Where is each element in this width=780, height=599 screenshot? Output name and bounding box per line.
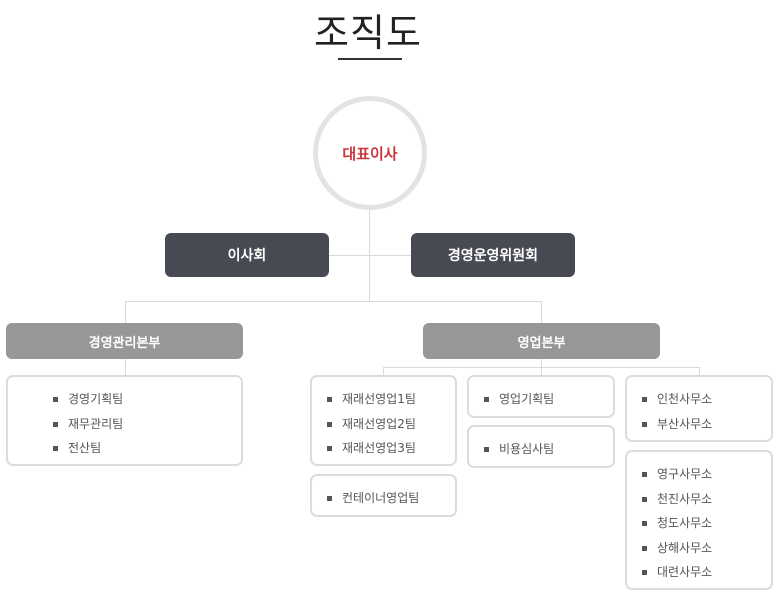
bullet-icon <box>642 545 647 551</box>
team-label: 재래선영업3팀 <box>342 441 416 455</box>
board-node: 이사회 <box>165 233 329 277</box>
ceo-label: 대표이사 <box>342 144 398 163</box>
board-label: 이사회 <box>227 248 267 264</box>
office-label: 부산사무소 <box>657 416 713 431</box>
team-label: 재래선영업2팀 <box>342 416 416 431</box>
list-item: 재래선영업2팀 <box>327 412 455 437</box>
bullet-icon <box>484 447 489 452</box>
office-label: 인천사무소 <box>657 392 713 406</box>
list-item: 재래선영업3팀 <box>327 436 455 461</box>
team-label: 컨테이너영업팀 <box>342 491 420 505</box>
list-item: 상해사무소 <box>642 536 771 561</box>
list-item: 영구사무소 <box>642 462 771 487</box>
bullet-icon <box>642 570 647 575</box>
planning-team-list: 영업기획팀 <box>467 375 615 418</box>
team-label: 재래선영업1팀 <box>342 392 416 406</box>
bullet-icon <box>327 397 332 402</box>
list-item: 재래선영업1팀 <box>327 387 455 412</box>
bullet-icon <box>53 446 58 451</box>
bullet-icon <box>327 421 332 427</box>
list-item: 인천사무소 <box>642 387 771 412</box>
office-label: 천진사무소 <box>657 491 713 506</box>
ceo-node: 대표이사 <box>313 96 427 210</box>
connector-sales-col2 <box>541 367 542 376</box>
office-label: 영구사무소 <box>657 467 713 481</box>
bullet-icon <box>484 397 489 402</box>
office-label: 청도사무소 <box>657 516 713 530</box>
list-item: 전산팀 <box>53 436 241 461</box>
sales-division-node: 영업본부 <box>423 323 660 359</box>
list-item: 재무관리팀 <box>53 412 241 437</box>
connector-sales-col1 <box>383 367 384 376</box>
office-label: 상해사무소 <box>657 540 713 555</box>
bullet-icon <box>327 496 332 501</box>
connector-management-drop <box>125 301 126 324</box>
bullet-icon <box>642 521 647 526</box>
connector-board-committee <box>328 255 412 256</box>
title-underline <box>338 58 402 60</box>
container-team-list: 컨테이너영업팀 <box>310 474 457 517</box>
list-item: 영업기획팀 <box>484 387 613 412</box>
bullet-icon <box>642 421 647 427</box>
team-label: 영업기획팀 <box>499 392 555 406</box>
reefer-team-list: 재래선영업1팀 재래선영업2팀 재래선영업3팀 <box>310 375 457 466</box>
team-label: 재무관리팀 <box>68 416 124 431</box>
list-item: 대련사무소 <box>642 560 771 585</box>
team-label: 비용심사팀 <box>499 442 555 456</box>
list-item: 천진사무소 <box>642 487 771 512</box>
committee-node: 경영운영위원회 <box>411 233 575 277</box>
management-division-label: 경영관리본부 <box>88 335 161 351</box>
bullet-icon <box>53 397 58 402</box>
list-item: 부산사무소 <box>642 412 771 437</box>
bullet-icon <box>53 421 58 427</box>
list-item: 경영기획팀 <box>53 387 241 412</box>
offices-a-list: 인천사무소 부산사무소 <box>625 375 773 442</box>
committee-label: 경영운영위원회 <box>447 248 539 264</box>
team-label: 전산팀 <box>68 441 102 455</box>
connector-ceo-vertical <box>369 206 370 302</box>
list-item: 컨테이너영업팀 <box>327 486 455 511</box>
connector-divisions-horizontal <box>125 301 542 302</box>
office-label: 대련사무소 <box>657 565 713 579</box>
list-item: 청도사무소 <box>642 511 771 536</box>
connector-sales-down <box>541 358 542 368</box>
page-title: 조직도 <box>314 11 422 55</box>
team-label: 경영기획팀 <box>68 392 124 406</box>
cost-team-list: 비용심사팀 <box>467 425 615 468</box>
sales-division-label: 영업본부 <box>517 335 566 351</box>
bullet-icon <box>642 472 647 477</box>
bullet-icon <box>327 446 332 451</box>
management-division-node: 경영관리본부 <box>6 323 243 359</box>
connector-sales-col3 <box>699 367 700 376</box>
bullet-icon <box>642 496 647 502</box>
management-team-list: 경영기획팀 재무관리팀 전산팀 <box>6 375 243 466</box>
bullet-icon <box>642 397 647 402</box>
connector-sales-drop <box>541 301 542 324</box>
offices-b-list: 영구사무소 천진사무소 청도사무소 상해사무소 대련사무소 <box>625 450 773 590</box>
list-item: 비용심사팀 <box>484 437 613 462</box>
connector-management-teams <box>125 358 126 376</box>
